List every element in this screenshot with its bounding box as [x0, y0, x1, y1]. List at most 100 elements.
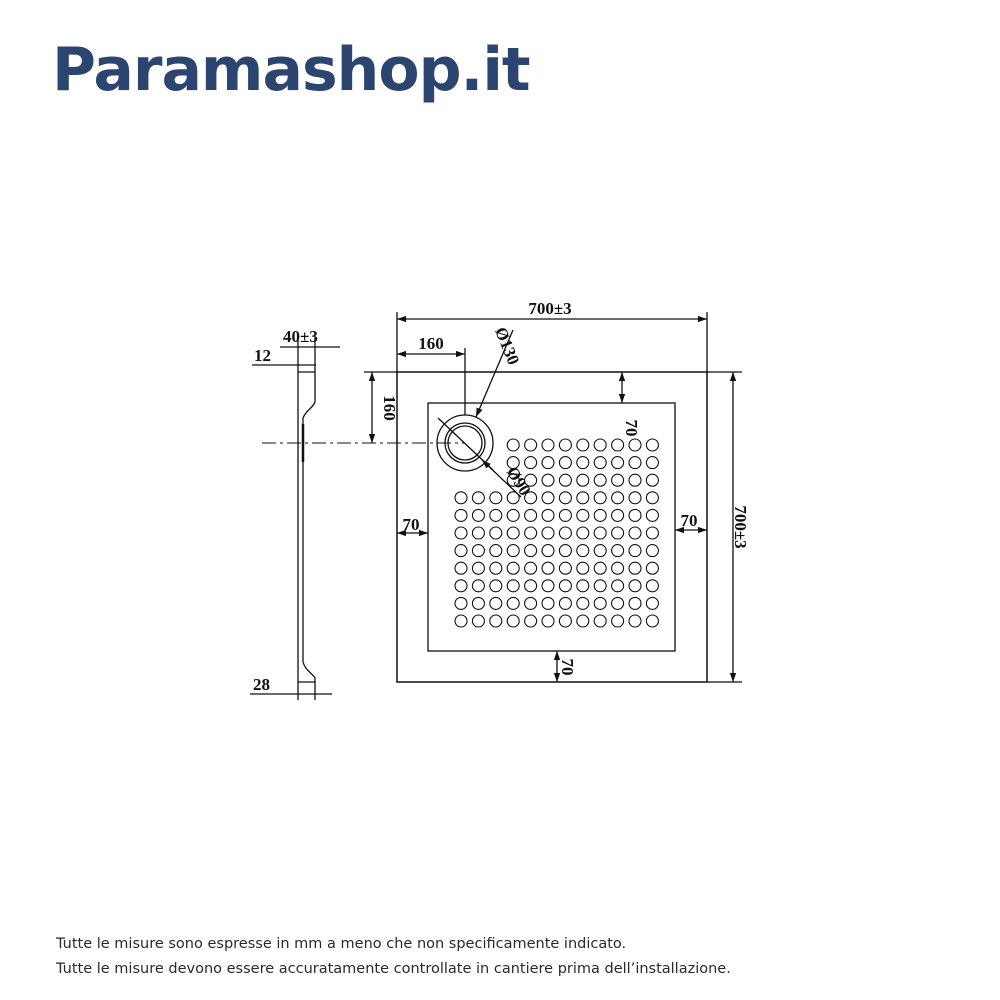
anti-slip-dot [471, 526, 485, 540]
tray-outer-edge [396, 371, 708, 683]
anti-slip-dot [471, 579, 485, 593]
anti-slip-dot [471, 508, 485, 522]
anti-slip-dot [471, 544, 485, 558]
anti-slip-dot [489, 544, 503, 558]
drain-outer-diameter-label: Ø130 [491, 324, 523, 367]
anti-slip-dot [576, 614, 590, 628]
anti-slip-dot [593, 579, 607, 593]
top-view [364, 312, 742, 683]
anti-slip-dot [506, 508, 520, 522]
anti-slip-dot [524, 544, 538, 558]
anti-slip-dot [541, 579, 555, 593]
brand-logo: Paramashop.it [52, 35, 531, 105]
anti-slip-dot [628, 614, 642, 628]
anti-slip-dot [645, 473, 659, 487]
anti-slip-dot [645, 508, 659, 522]
anti-slip-dot [558, 596, 572, 610]
anti-slip-dot [645, 561, 659, 575]
anti-slip-dot [558, 526, 572, 540]
anti-slip-dot [645, 491, 659, 505]
anti-slip-dot [541, 456, 555, 470]
anti-slip-dot [576, 596, 590, 610]
anti-slip-dot [454, 508, 468, 522]
anti-slip-dot [454, 579, 468, 593]
anti-slip-dot [541, 491, 555, 505]
anti-slip-dot [506, 614, 520, 628]
anti-slip-dot [611, 508, 625, 522]
anti-slip-dot [576, 526, 590, 540]
margin-right-label: 70 [681, 511, 698, 530]
anti-slip-dot [524, 561, 538, 575]
anti-slip-dot [524, 526, 538, 540]
footnotes: Tutte le misure sono espresse in mm a me… [56, 932, 731, 982]
anti-slip-dot [611, 596, 625, 610]
anti-slip-dot [593, 508, 607, 522]
anti-slip-dot [454, 491, 468, 505]
anti-slip-dot [524, 596, 538, 610]
anti-slip-dot [593, 614, 607, 628]
anti-slip-dot [506, 438, 520, 452]
anti-slip-dot [506, 579, 520, 593]
anti-slip-dot [593, 473, 607, 487]
anti-slip-dot [489, 561, 503, 575]
anti-slip-dot [645, 579, 659, 593]
anti-slip-dot [489, 614, 503, 628]
anti-slip-dot [593, 526, 607, 540]
anti-slip-dot [628, 473, 642, 487]
anti-slip-dot [628, 491, 642, 505]
anti-slip-dot [576, 456, 590, 470]
anti-slip-dot [611, 579, 625, 593]
anti-slip-dot [576, 473, 590, 487]
anti-slip-dot [541, 473, 555, 487]
anti-slip-dot [593, 596, 607, 610]
anti-slip-dot [506, 596, 520, 610]
anti-slip-dot [593, 544, 607, 558]
side-view [250, 338, 340, 700]
anti-slip-dot [611, 544, 625, 558]
anti-slip-dot [541, 438, 555, 452]
anti-slip-dot [611, 473, 625, 487]
anti-slip-dot [593, 438, 607, 452]
tray-width-label: 700±3 [528, 299, 571, 318]
drain-offset-y-label: 160 [380, 395, 399, 421]
anti-slip-dot [628, 508, 642, 522]
anti-slip-dot [471, 614, 485, 628]
anti-slip-dot [558, 561, 572, 575]
anti-slip-dot [506, 456, 520, 470]
footnote-units: Tutte le misure sono espresse in mm a me… [56, 936, 627, 952]
anti-slip-dot [524, 438, 538, 452]
anti-slip-dot [524, 473, 538, 487]
anti-slip-dot [506, 544, 520, 558]
anti-slip-dot [541, 544, 555, 558]
anti-slip-dot [611, 526, 625, 540]
anti-slip-dot [489, 596, 503, 610]
anti-slip-dot [558, 456, 572, 470]
anti-slip-dot [645, 438, 659, 452]
anti-slip-dot [541, 596, 555, 610]
anti-slip-dot [471, 491, 485, 505]
anti-slip-dot [558, 438, 572, 452]
anti-slip-dot [489, 491, 503, 505]
anti-slip-dot [558, 614, 572, 628]
anti-slip-dot [576, 579, 590, 593]
anti-slip-dot [489, 508, 503, 522]
anti-slip-dot [645, 456, 659, 470]
anti-slip-dot [524, 491, 538, 505]
tray-height-label: 700±3 [731, 505, 750, 548]
anti-slip-dot [524, 508, 538, 522]
anti-slip-dot [541, 508, 555, 522]
anti-slip-dot [454, 561, 468, 575]
anti-slip-dot [645, 526, 659, 540]
anti-slip-dot [593, 561, 607, 575]
anti-slip-dot [628, 526, 642, 540]
anti-slip-dot [558, 491, 572, 505]
anti-slip-dot [454, 544, 468, 558]
anti-slip-dot [611, 561, 625, 575]
anti-slip-dot [611, 491, 625, 505]
anti-slip-dot [558, 579, 572, 593]
anti-slip-dot [645, 596, 659, 610]
anti-slip-dot [576, 561, 590, 575]
anti-slip-dot [611, 614, 625, 628]
anti-slip-dot [489, 526, 503, 540]
